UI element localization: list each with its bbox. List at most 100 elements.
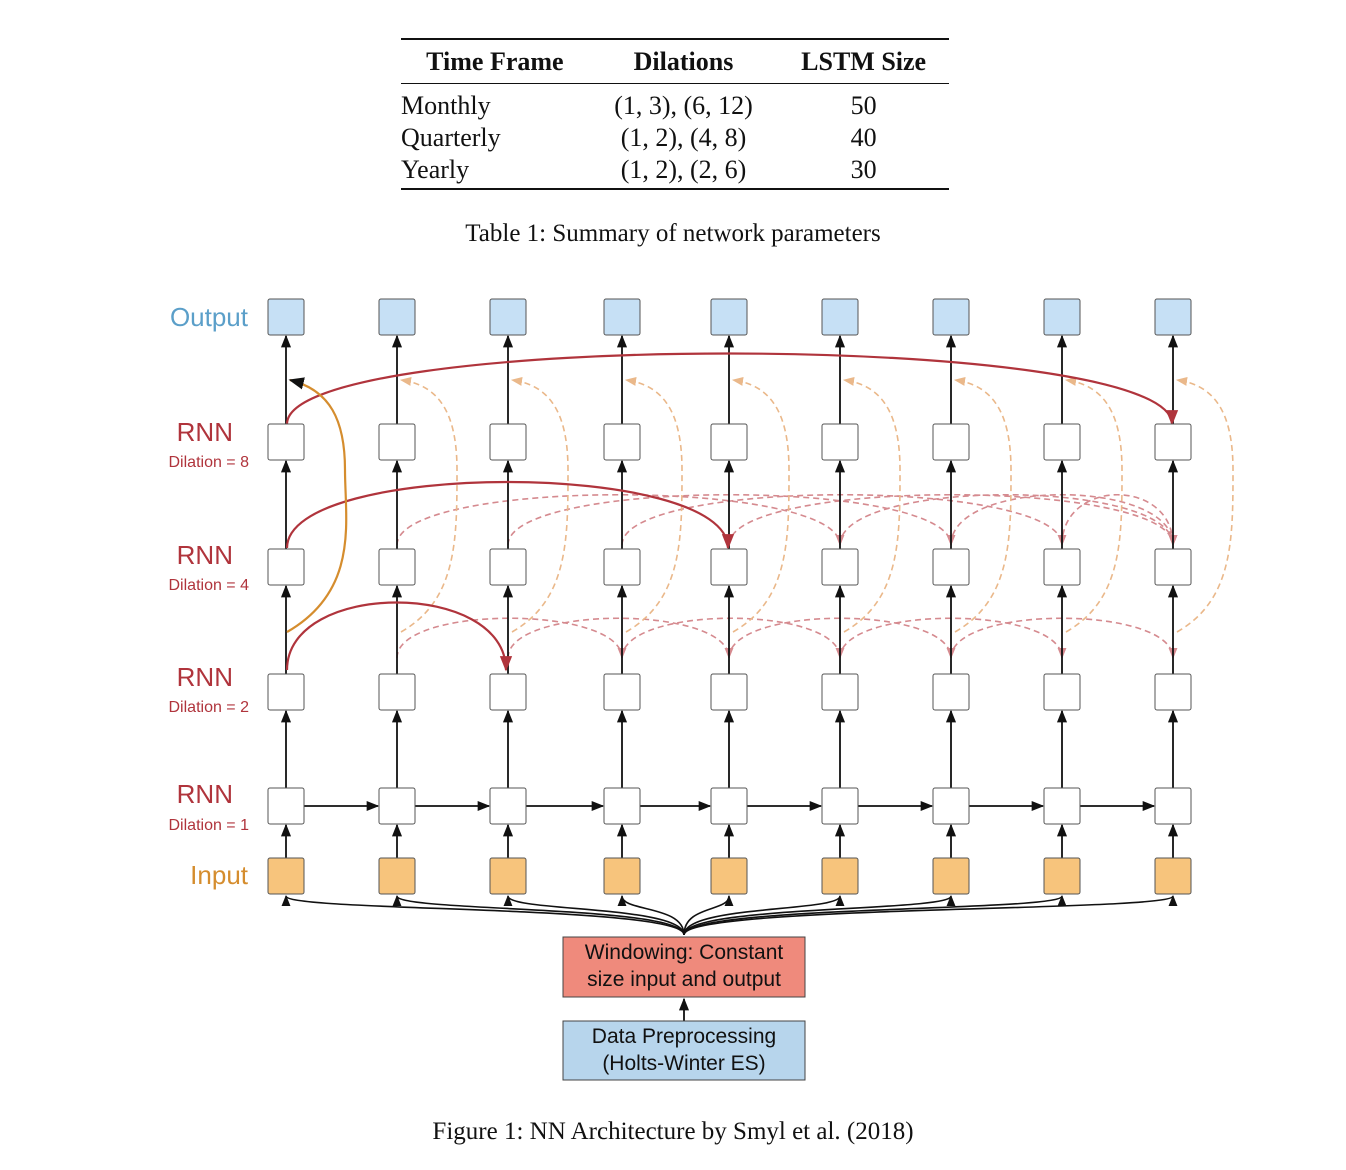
output-node [932,298,970,336]
faint-dilated-links [396,376,1234,660]
skip-highlight-link [286,377,348,633]
input-node [267,857,305,895]
rnn4-node [710,548,748,586]
table-row: Yearly (1, 2), (2, 6) 30 [401,154,949,189]
rnn4-node [932,548,970,586]
dilation4-highlight-link [285,481,735,550]
rnn4-node [267,548,305,586]
dilation4-link [839,493,1178,547]
preprocessing-line1: Data Preprocessing [592,1025,776,1048]
cell-time-frame: Quarterly [401,123,501,152]
skip-link [510,376,569,633]
output-node [267,298,305,336]
input-node [932,857,970,895]
fanout-link [503,894,685,936]
rnn8-node [603,423,641,461]
fanout-link [683,894,734,936]
table-row: Quarterly (1, 2), (4, 8) 40 [401,122,949,154]
dilation4-link [396,494,845,547]
rnn2-node [710,673,748,711]
cell-dilations: (1, 3), (6, 12) [614,91,753,120]
header-dilations: Dilations [633,47,734,76]
layer-links [280,334,1179,858]
rnn8-label: RNN [177,417,233,447]
rnn1-node [932,787,970,825]
input-node [1154,857,1192,895]
input-node [603,857,641,895]
input-node [489,857,527,895]
node-grid [267,298,1192,895]
output-node [603,298,641,336]
dilation2-highlight-link [285,601,513,672]
dilation8-highlight-link [285,352,1179,426]
rnn2-node [267,673,305,711]
cell-time-frame: Yearly [401,155,470,184]
fanout-link [392,894,685,936]
cell-dilations: (1, 2), (4, 8) [620,123,747,152]
rnn4-node [821,548,859,586]
skip-link [1175,376,1234,633]
output-node [821,298,859,336]
rnn2-node [1154,673,1192,711]
output-label: Output [170,302,249,332]
rnn4-node [1154,548,1192,586]
fanout-link [617,894,685,936]
rnn2-node [821,673,859,711]
rnn2-node [603,673,641,711]
preprocessing-line2: (Holts-Winter ES) [602,1052,765,1075]
fanout-link [281,894,685,936]
skip-link [953,376,1012,633]
rnn2-dilation-label: Dilation = 2 [169,699,250,716]
rnn8-node [932,423,970,461]
input-node [378,857,416,895]
dilation2-link [507,617,734,660]
rnn1-node [489,787,527,825]
fanout-link [683,894,845,936]
dilation4-link [1061,493,1178,547]
windowing-box: Windowing: Constant size input and outpu… [562,936,806,998]
rnn1-node [1043,787,1081,825]
rnn1-node [267,787,305,825]
rnn2-node [489,673,527,711]
output-node [1043,298,1081,336]
input-node [1043,857,1081,895]
rnn8-node [378,423,416,461]
output-node [1154,298,1192,336]
rnn8-node [710,423,748,461]
rnn1-node [710,787,748,825]
windowing-fanout [281,894,1178,936]
rnn2-node [378,673,416,711]
rnn8-node [821,423,859,461]
rnn1-label: RNN [177,779,233,809]
rnn4-dilation-label: Dilation = 4 [169,577,250,594]
rnn8-dilation-label: Dilation = 8 [169,454,250,471]
rnn8-node [1043,423,1081,461]
table-caption: Table 1: Summary of network parameters [465,220,881,247]
rnn2-node [932,673,970,711]
windowing-line2: size input and output [587,968,781,991]
cell-lstm-size: 30 [850,155,877,184]
dilation2-link [396,617,627,660]
table-row: Monthly (1, 3), (6, 12) 50 [401,84,949,123]
rnn4-node [603,548,641,586]
fanout-link [683,894,1067,936]
rnn8-node [1154,423,1192,461]
rnn8-node [267,423,305,461]
cell-lstm-size: 40 [850,123,877,152]
table-header-row: Time Frame Dilations LSTM Size [401,39,949,84]
rnn2-label: RNN [177,662,233,692]
rnn1-node [1154,787,1192,825]
rnn4-node [489,548,527,586]
rnn4-label: RNN [177,540,233,570]
preprocessing-box: Data Preprocessing (Holts-Winter ES) [562,1020,806,1081]
cell-time-frame: Monthly [401,91,491,120]
cell-lstm-size: 50 [850,91,877,120]
input-node [710,857,748,895]
parameter-table: Time Frame Dilations LSTM Size Monthly (… [401,38,949,190]
rnn4-node [378,548,416,586]
input-label: Input [190,860,249,890]
windowing-line1: Windowing: Constant [585,941,784,964]
skip-link [399,376,458,633]
highlighted-links [285,352,1179,672]
